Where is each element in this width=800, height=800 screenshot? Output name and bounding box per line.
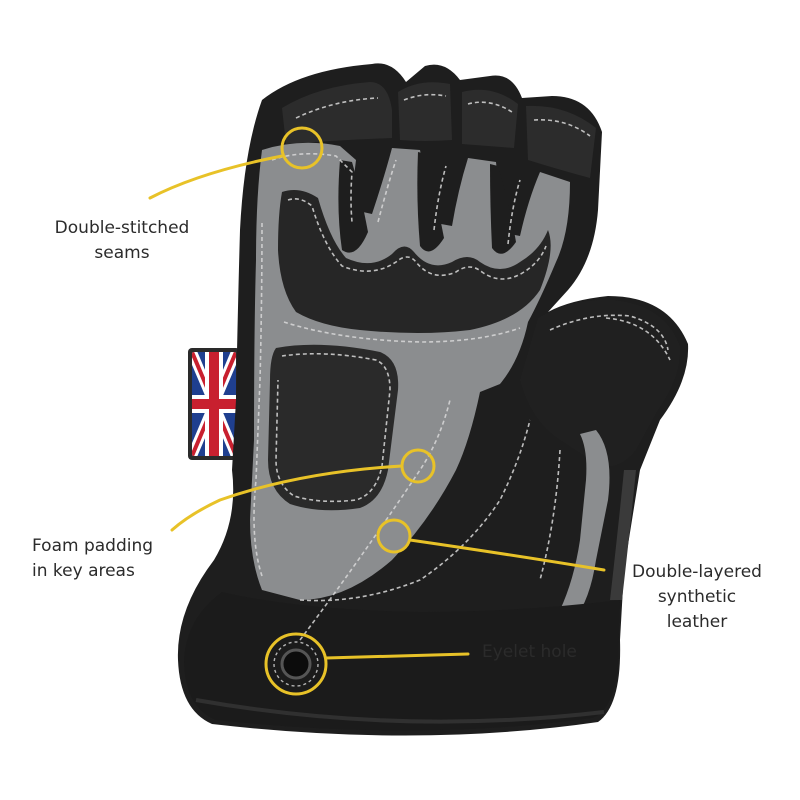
wrist-cuff xyxy=(184,592,620,731)
union-jack-flag-tag xyxy=(188,348,240,460)
label-double-stitched-seams: Double-stitched seams xyxy=(42,216,202,266)
thumb xyxy=(520,299,681,467)
glove-body xyxy=(177,63,689,736)
callout-layered xyxy=(376,518,606,572)
callout-circle-icon xyxy=(264,632,328,696)
callout-circle-icon xyxy=(376,518,412,554)
callout-circle-icon xyxy=(280,126,324,170)
label-line: leather xyxy=(666,612,728,632)
label-line: Double-layered xyxy=(632,562,762,582)
palm-pad-lower xyxy=(268,344,399,511)
eyelet-hole xyxy=(273,641,319,687)
label-line: seams xyxy=(94,243,150,263)
callout-foam xyxy=(170,448,436,532)
label-line: synthetic xyxy=(657,587,737,607)
label-line: in key areas xyxy=(32,561,135,581)
label-eyelet-hole: Eyelet hole xyxy=(482,640,602,665)
label-double-layered-leather: Double-layered synthetic leather xyxy=(612,560,782,635)
palm-pad-upper xyxy=(278,190,551,333)
label-line: Double-stitched xyxy=(54,218,190,238)
label-line: Foam padding xyxy=(32,536,154,556)
label-line: Eyelet hole xyxy=(482,642,577,662)
callout-seams xyxy=(148,126,324,200)
label-foam-padding: Foam padding in key areas xyxy=(32,534,182,584)
callout-eyelet xyxy=(264,632,470,696)
